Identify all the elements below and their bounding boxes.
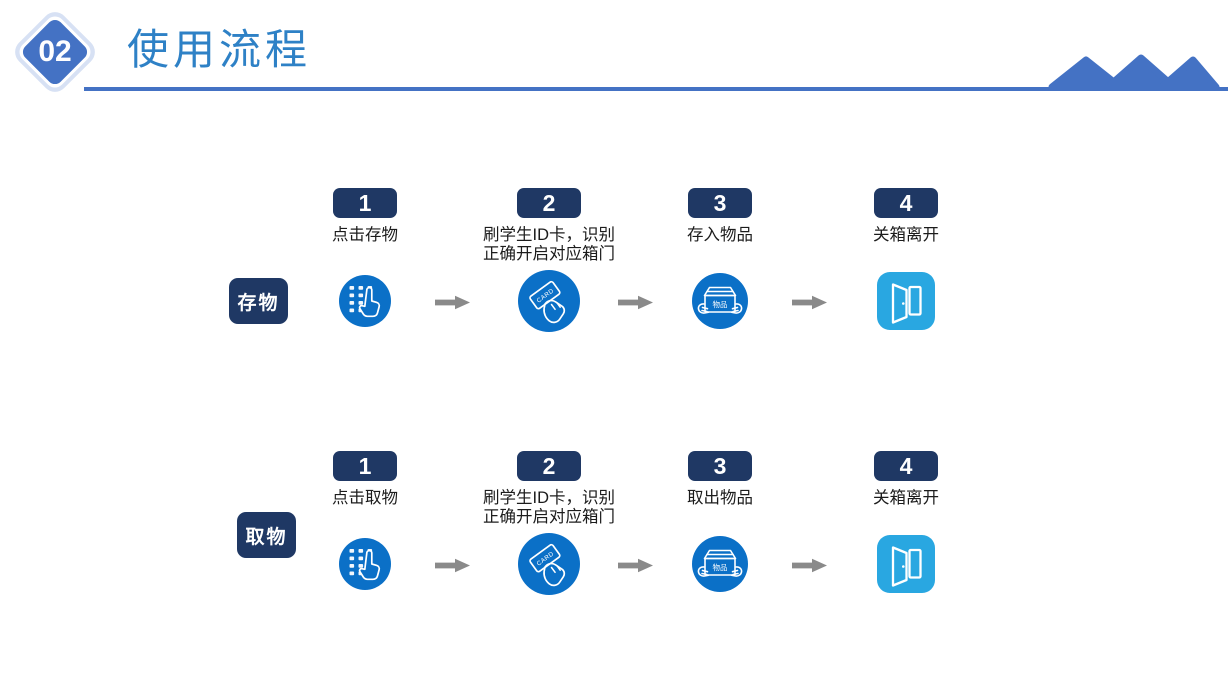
- step-number-badge: 3: [688, 451, 752, 481]
- arrow-right-icon: [618, 558, 653, 573]
- store-step-4: 4 关箱离开: [791, 188, 1021, 330]
- retrieve-step-2: 2 刷学生ID卡，识别 正确开启对应箱门 CARD: [434, 451, 664, 595]
- step-number-badge: 2: [517, 451, 581, 481]
- step-label: 刷学生ID卡，识别 正确开启对应箱门: [483, 226, 615, 263]
- box-items-icon: 物品: [692, 536, 748, 592]
- step-label: 关箱离开: [873, 226, 939, 244]
- step-number-badge: 3: [688, 188, 752, 218]
- arrow-right-icon: [435, 558, 470, 573]
- step-label: 点击取物: [332, 489, 398, 507]
- step-label: 存入物品: [687, 226, 753, 244]
- step-label: 点击存物: [332, 226, 398, 244]
- step-label: 关箱离开: [873, 489, 939, 507]
- title-underline: [84, 87, 1228, 91]
- keypad-touch-icon: [339, 275, 391, 327]
- store-step-2: 2 刷学生ID卡，识别 正确开启对应箱门 CARD: [434, 188, 664, 332]
- section-number: 02: [38, 35, 72, 68]
- mountain-peaks-decoration: [1048, 54, 1220, 91]
- card-swipe-icon: CARD: [518, 270, 580, 332]
- retrieve-step-4: 4 关箱离开: [791, 451, 1021, 593]
- arrow-right-icon: [792, 558, 827, 573]
- step-number-badge: 1: [333, 451, 397, 481]
- step-number-badge: 2: [517, 188, 581, 218]
- flow-row-retrieve: 取物 1 点击取物 2 刷学生ID卡，识别 正确开启对应箱门 CARD: [0, 451, 1228, 636]
- keypad-touch-icon: [339, 538, 391, 590]
- step-number-badge: 1: [333, 188, 397, 218]
- svg-text:物品: 物品: [713, 562, 728, 572]
- row-label-store: 存物: [229, 278, 288, 324]
- svg-text:物品: 物品: [713, 299, 728, 309]
- section-number-badge: 02: [9, 6, 101, 98]
- open-door-icon: [877, 535, 935, 593]
- card-swipe-icon: CARD: [518, 533, 580, 595]
- arrow-right-icon: [618, 295, 653, 310]
- step-label: 取出物品: [687, 489, 753, 507]
- store-step-1: 1 点击存物: [250, 188, 480, 327]
- row-label-retrieve: 取物: [237, 512, 296, 558]
- step-number-badge: 4: [874, 451, 938, 481]
- flow-row-store: 存物 1 点击存物 2 刷学生ID卡，识别 正确开启对应箱门 CARD: [0, 188, 1228, 373]
- store-step-3: 3 存入物品 物品: [605, 188, 835, 329]
- box-items-icon: 物品: [692, 273, 748, 329]
- retrieve-step-3: 3 取出物品 物品: [605, 451, 835, 592]
- page-title: 使用流程: [127, 26, 312, 73]
- arrow-right-icon: [792, 295, 827, 310]
- retrieve-step-1: 1 点击取物: [250, 451, 480, 590]
- step-number-badge: 4: [874, 188, 938, 218]
- open-door-icon: [877, 272, 935, 330]
- arrow-right-icon: [435, 295, 470, 310]
- step-label: 刷学生ID卡，识别 正确开启对应箱门: [483, 489, 615, 526]
